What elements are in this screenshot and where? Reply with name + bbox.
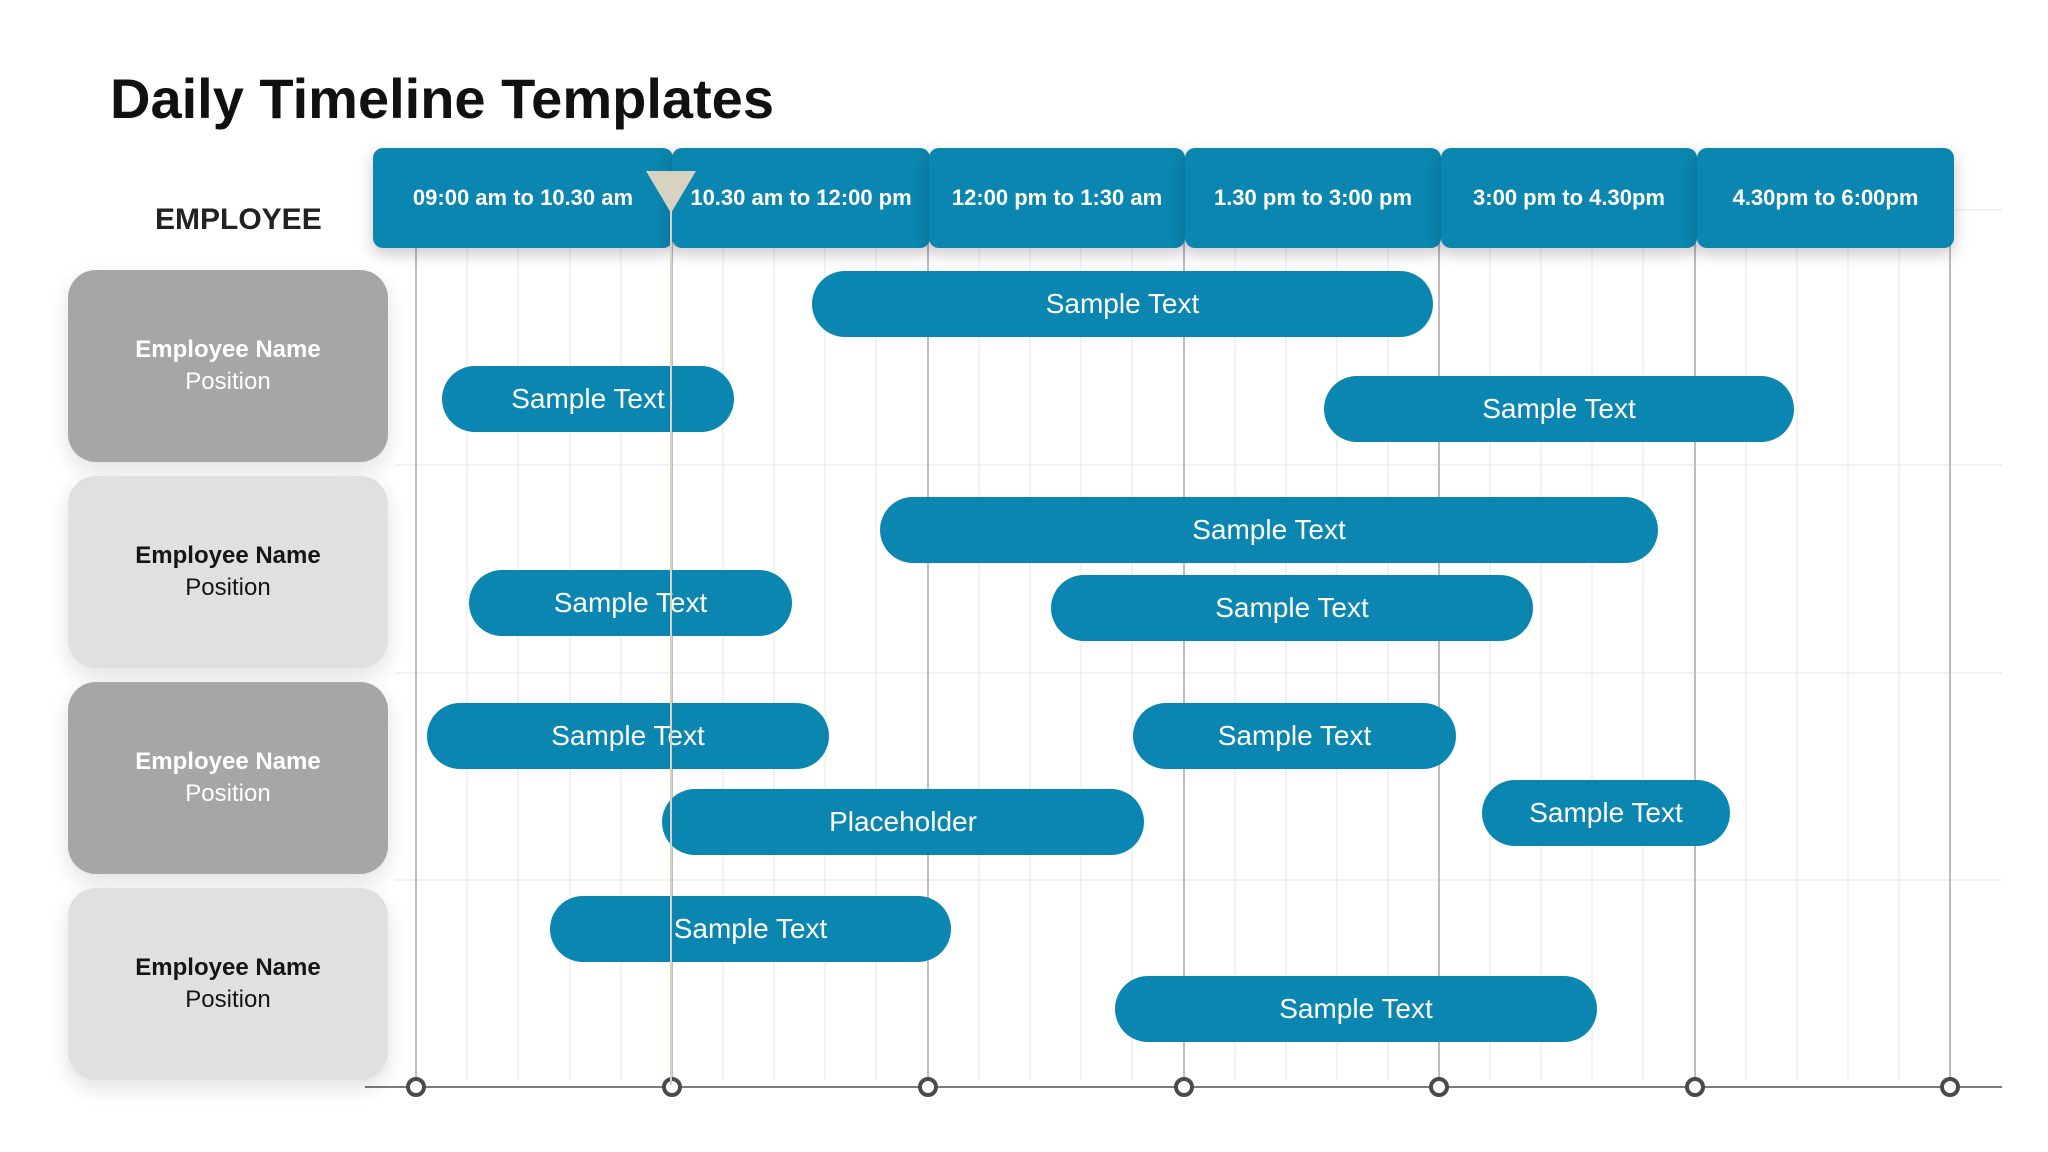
task-bar[interactable]: Sample Text [1115, 976, 1597, 1042]
task-bar[interactable]: Sample Text [442, 366, 734, 432]
task-bar[interactable]: Sample Text [427, 703, 829, 769]
task-bar[interactable]: Sample Text [812, 271, 1433, 337]
task-bar[interactable]: Sample Text [1482, 780, 1730, 846]
employee-name: Employee Name [135, 336, 321, 363]
task-bar[interactable]: Sample Text [1324, 376, 1794, 442]
time-slot-4: 1.30 pm to 3:00 pm [1185, 148, 1441, 248]
task-bar[interactable]: Sample Text [469, 570, 792, 636]
current-time-line [670, 175, 672, 1085]
axis-tick-7 [1940, 1077, 1960, 1097]
axis-tick-4 [1174, 1077, 1194, 1097]
employee-card-2: Employee Name Position [68, 476, 388, 668]
task-bar[interactable]: Sample Text [880, 497, 1658, 563]
employee-card-3: Employee Name Position [68, 682, 388, 874]
time-slot-1: 09:00 am to 10.30 am [373, 148, 673, 248]
task-bar[interactable]: Sample Text [1133, 703, 1456, 769]
time-slot-2: 10.30 am to 12:00 pm [672, 148, 930, 248]
employee-name: Employee Name [135, 748, 321, 775]
employee-position: Position [185, 986, 271, 1013]
employee-name: Employee Name [135, 954, 321, 981]
employee-position: Position [185, 780, 271, 807]
current-time-marker-icon[interactable] [646, 171, 696, 213]
employee-card-1: Employee Name Position [68, 270, 388, 462]
axis-tick-3 [918, 1077, 938, 1097]
time-slot-3: 12:00 pm to 1:30 am [929, 148, 1185, 248]
time-slot-6: 4.30pm to 6:00pm [1697, 148, 1954, 248]
axis-tick-5 [1429, 1077, 1449, 1097]
axis-tick-1 [406, 1077, 426, 1097]
task-bar[interactable]: Sample Text [550, 896, 951, 962]
employee-position: Position [185, 574, 271, 601]
page-title: Daily Timeline Templates [110, 67, 774, 130]
axis-tick-6 [1685, 1077, 1705, 1097]
employee-position: Position [185, 368, 271, 395]
task-bar[interactable]: Sample Text [1051, 575, 1533, 641]
axis-ticks [406, 1077, 1960, 1097]
axis-tick-2 [662, 1077, 682, 1097]
employee-name: Employee Name [135, 542, 321, 569]
task-bar[interactable]: Placeholder [662, 789, 1144, 855]
employee-card-4: Employee Name Position [68, 888, 388, 1080]
employee-column-header: EMPLOYEE [155, 203, 322, 236]
time-slot-5: 3:00 pm to 4.30pm [1441, 148, 1697, 248]
